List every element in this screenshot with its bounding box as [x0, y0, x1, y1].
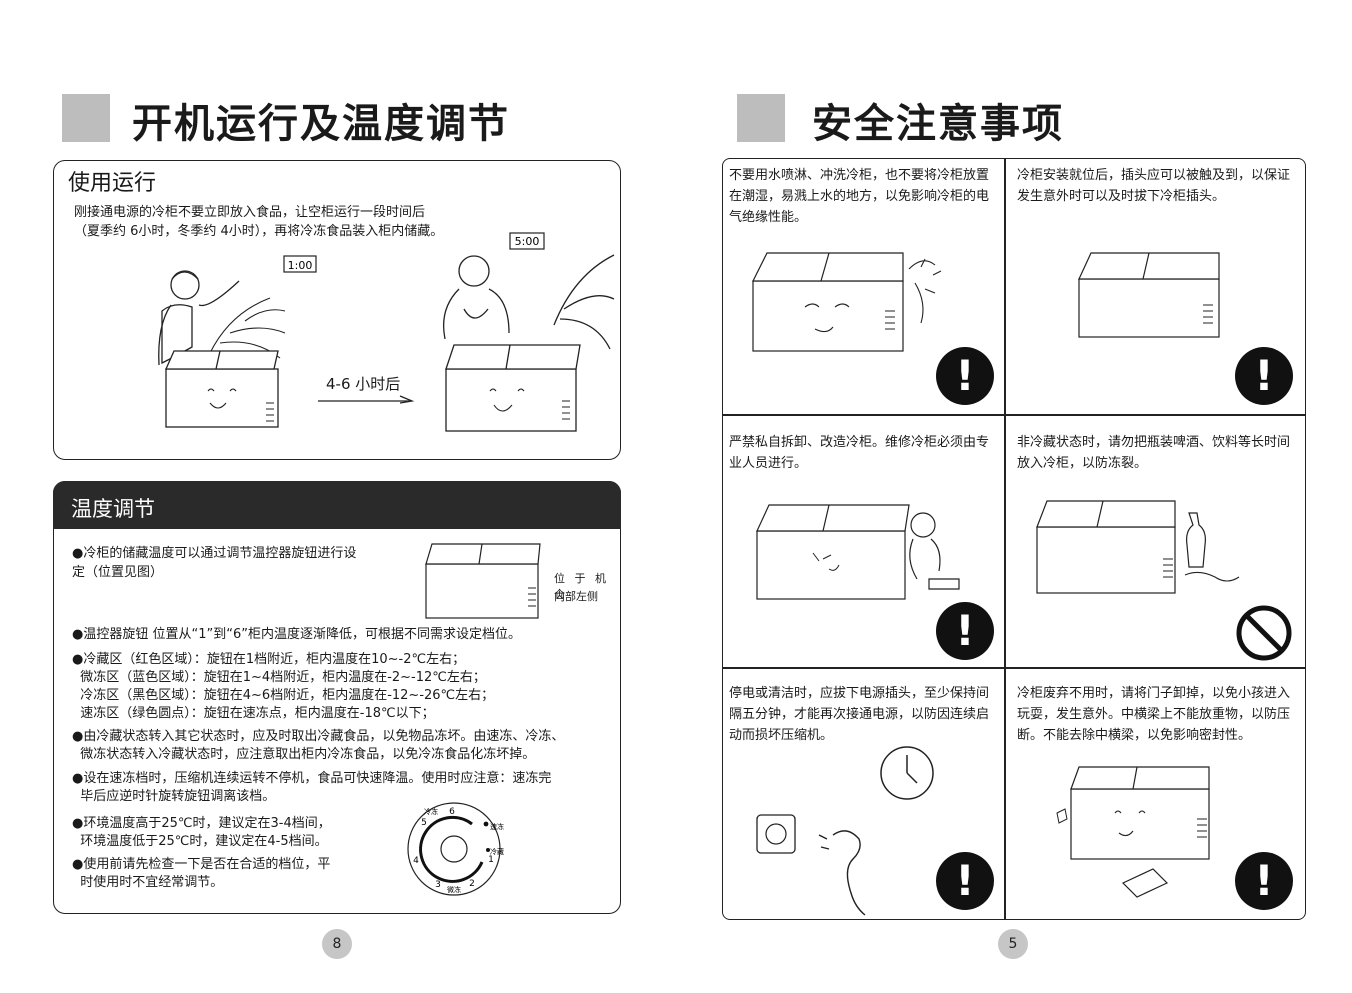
- location-label-2: 内部左侧: [554, 590, 598, 603]
- safety-cell-4-text: 非冷藏状态时，请勿把瓶装啤酒、饮料等长时间放入冷柜，以防冻裂。: [1017, 435, 1291, 471]
- svg-text:5: 5: [421, 818, 427, 828]
- freezer-repair-illustration: [756, 504, 960, 600]
- svg-text:冷冻: 冷冻: [424, 807, 438, 816]
- zone-line-2: 微冻区（蓝色区域）：旋钮在1~4档附近，柜内温度在-2~-12℃左右；: [72, 670, 486, 685]
- temp-para-4b: 微冻状态转入冷藏状态时，应注意取出柜内冷冻食品，以免冷冻食品化冻坏掉。: [72, 747, 536, 762]
- arrow-label: 4-6 小时后: [326, 375, 401, 393]
- grid-divider-horizontal-2: [723, 667, 1305, 669]
- svg-text:2: 2: [469, 879, 475, 889]
- freezer-illustration-after: 5:00: [442, 232, 615, 432]
- safety-grid: 不要用水喷淋、冲洗冷柜，也不要将冷柜放置在潮湿，易溅上水的地方，以免影响冷柜的电…: [722, 158, 1306, 920]
- temp-para-7b: 时使用时不宜经常调节。: [72, 875, 224, 890]
- page-number-left: 8: [322, 929, 352, 959]
- safety-cell-5-text: 停电或清洁时，应拔下电源插头，至少保持间隔五分钟，才能再次接通电源，以防因连续启…: [729, 686, 990, 743]
- svg-text:4: 4: [413, 856, 419, 866]
- svg-text:1: 1: [488, 855, 494, 865]
- freezer-water-illustration: [752, 252, 942, 352]
- svg-text:冷藏: 冷藏: [490, 847, 504, 856]
- clock-before-text: 1:00: [288, 259, 313, 272]
- temperature-section-header: 温度调节: [53, 481, 621, 529]
- usage-text: 刚接通电源的冷柜不要立即放入食品，让空柜运行一段时间后（夏季约 6小时，冬季约 …: [74, 205, 444, 239]
- title-block-right: [737, 94, 785, 142]
- temp-para-6b: 环境温度低于25℃时，建议定在4-5档间。: [72, 834, 328, 849]
- temperature-section: 温度调节 ●冷柜的储藏温度可以通过调节温控器旋钮进行设定（位置见图） 位 于 机…: [53, 481, 621, 914]
- temperature-section-title: 温度调节: [71, 497, 155, 521]
- temp-para-4a: ●由冷藏状态转入其它状态时，应及时取出冷藏食品，以免物品冻坏。由速冻、冷冻、: [72, 729, 565, 744]
- safety-cell-6-text: 冷柜废弃不用时，请将门子卸掉，以免小孩进入玩耍，发生意外。中横梁上不能放重物，以…: [1017, 686, 1291, 743]
- grid-divider-horizontal-1: [723, 414, 1305, 416]
- zone-line-3: 冷冻区（黑色区域）：旋钮在4~6档附近，柜内温度在-12~-26℃左右；: [72, 688, 495, 703]
- title-block-left: [62, 94, 110, 142]
- safety-cell-2-text: 冷柜安装就位后，插头应可以被触及到，以保证发生意外时可以及时拔下冷柜插头。: [1017, 168, 1291, 204]
- warning-icon: !: [1235, 852, 1293, 910]
- freezer-bottle-illustration: [1036, 500, 1240, 594]
- zone-line-4: 速冻区（绿色圆点）：旋钮在速冻点，柜内温度在-18℃以下；: [72, 706, 435, 721]
- time-arrow: [318, 395, 415, 404]
- clock-after-text: 5:00: [515, 235, 540, 248]
- thermostat-dial: 6 5 4 3 2 1 冷冻 速冻 冷藏 微冻: [407, 802, 504, 896]
- usage-section: 使用运行 刚接通电源的冷柜不要立即放入食品，让空柜运行一段时间后（夏季约 6小时…: [53, 160, 621, 460]
- safety-cell-3-text: 严禁私自拆卸、改造冷柜。维修冷柜必须由专业人员进行。: [729, 435, 990, 471]
- page-title-right: 安全注意事项: [812, 101, 1064, 147]
- freezer-door-illustration: [1056, 766, 1210, 898]
- warning-icon: !: [936, 347, 994, 405]
- usage-section-title: 使用运行: [68, 171, 157, 196]
- prohibited-icon: [1236, 605, 1292, 661]
- freezer-illustration-before: 1:00: [158, 255, 317, 428]
- thermostat-location-figure: [425, 543, 541, 619]
- temp-para-7a: ●使用前请先检查一下是否在合适的档位，平: [72, 857, 331, 872]
- freezer-plug-illustration: [1078, 252, 1220, 338]
- page-title-left: 开机运行及温度调节: [132, 101, 510, 147]
- temp-para-5b: 毕后应逆时针旋转旋钮调离该档。: [72, 789, 276, 804]
- location-label-1: 位 于 机 仓: [554, 572, 609, 601]
- clock-plug-illustration: [756, 746, 934, 916]
- svg-text:速冻: 速冻: [490, 822, 504, 831]
- temp-para-6a: ●环境温度高于25℃时，建议定在3-4档间，: [72, 816, 331, 831]
- svg-text:微冻: 微冻: [447, 885, 461, 894]
- temp-para-1: ●冷柜的储藏温度可以通过调节温控器旋钮进行设定（位置见图）: [72, 546, 357, 580]
- warning-icon: !: [936, 602, 994, 660]
- warning-icon: !: [936, 852, 994, 910]
- svg-text:6: 6: [449, 807, 455, 817]
- temp-para-2: ●温控器旋钮 位置从“1”到“6”柜内温度逐渐降低，可根据不同需求设定档位。: [72, 627, 521, 642]
- safety-cell-1-text: 不要用水喷淋、冲洗冷柜，也不要将冷柜放置在潮湿，易溅上水的地方，以免影响冷柜的电…: [729, 168, 990, 225]
- svg-text:3: 3: [435, 880, 441, 890]
- grid-divider-vertical: [1004, 159, 1006, 919]
- zone-line-1: ●冷藏区（红色区域）：旋钮在1档附近，柜内温度在10~-2℃左右；: [72, 652, 466, 667]
- page-number-right: 5: [998, 929, 1028, 959]
- temp-para-5a: ●设在速冻档时，压缩机连续运转不停机，食品可快速降温。使用时应注意：速冻完: [72, 771, 552, 786]
- warning-icon: !: [1235, 347, 1293, 405]
